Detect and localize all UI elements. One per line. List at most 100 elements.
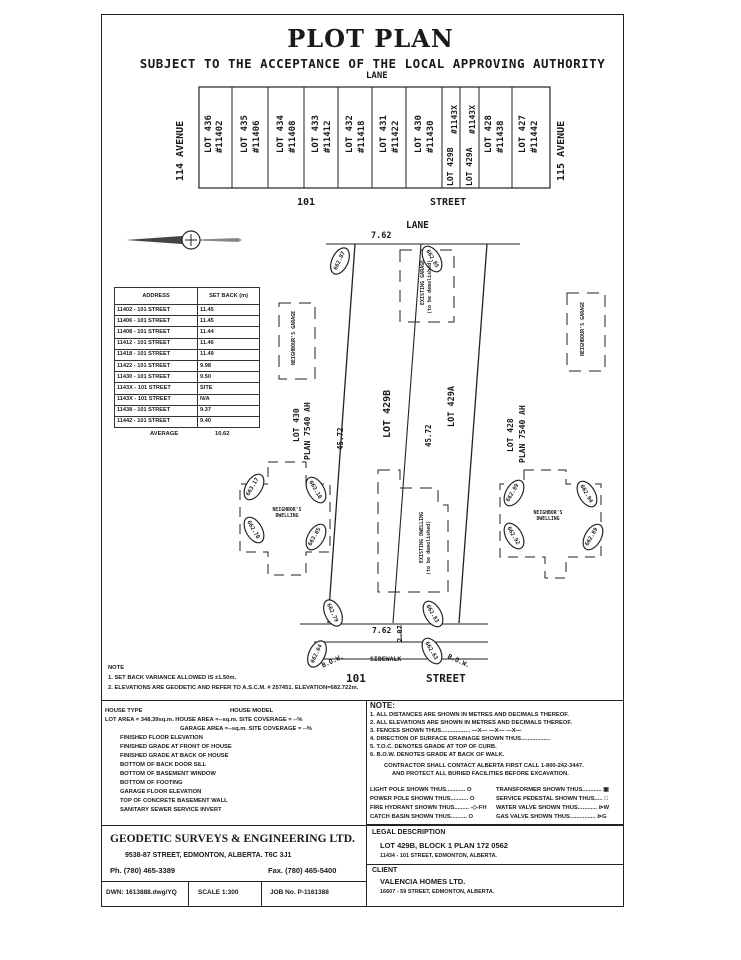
contractor-note-1: CONTRACTOR SHALL CONTACT ALBERTA FIRST C… — [384, 763, 584, 769]
legend-right: WATER VALVE SHOWN THUS............ ⊳W — [496, 805, 610, 811]
legend-right: SERVICE PEDESTAL SHOWN THUS..... □ — [496, 796, 608, 802]
neighbours-garage-left-label: NEIGHBOUR'S GARAGE — [291, 310, 297, 365]
company-phone: Ph. (780) 465-3389 — [110, 866, 176, 875]
site-street: STREET — [426, 672, 466, 685]
house-item: BOTTOM OF BACK DOOR SILL — [120, 762, 207, 768]
setback-value: 11.49 — [197, 348, 260, 361]
company-divider — [101, 881, 366, 882]
company-address: 9538-87 STREET, EDMONTON, ALBERTA. T6C 3… — [125, 852, 292, 859]
setback-value: 11.44 — [197, 326, 260, 339]
site-lot-428-plan: PLAN 7540 AH — [518, 405, 527, 463]
site-depth-b: 45.72 — [336, 427, 345, 450]
setback-col-address: ADDRESS — [113, 287, 199, 305]
setback-address: 11412 - 101 STREET — [113, 337, 199, 350]
setback-value: SITE — [197, 382, 260, 395]
site-sidewalk-depth: 2.07 — [396, 625, 404, 642]
legend-left: CATCH BASIN SHOWN THUS.......... O — [370, 814, 473, 820]
legal-description: LOT 429B, BLOCK 1 PLAN 172 0562 — [380, 841, 508, 850]
setback-address: 11438 - 101 STREET — [113, 404, 199, 417]
existing-dwelling-label: EXISTING DWELLING — [419, 511, 425, 563]
drawing-number: DWN: 1613888.dwg/YQ — [106, 889, 177, 896]
existing-garage-label: EXISTING GARAGE — [420, 259, 426, 305]
company-fax: Fax. (780) 465-5400 — [268, 866, 337, 875]
general-note: 2. ALL ELEVATIONS ARE SHOWN IN METRES AN… — [370, 720, 572, 726]
site-lot-428: LOT 428 — [506, 418, 515, 452]
site-lane: LANE — [406, 220, 429, 231]
general-note: 6. B.O.W. DENOTES GRADE AT BACK OF WALK. — [370, 752, 505, 758]
neighbor-dwelling-left-label: NEIGHBOR'S DWELLING — [272, 508, 302, 519]
legend-right: GAS VALVE SHOWN THUS................ ⊳G — [496, 814, 607, 820]
legend-left: FIRE HYDRANT SHOWN THUS......... -◇-FH — [370, 805, 487, 811]
house-item: FINISHED GRADE AT BACK OF HOUSE — [120, 753, 229, 759]
house-item: GARAGE FLOOR ELEVATION — [120, 789, 202, 795]
lot-area-line: LOT AREA = 348.39sq.m. HOUSE AREA =--sq.… — [105, 717, 303, 723]
setback-average-value: 10.62 — [215, 431, 230, 437]
general-note: 4. DIRECTION OF SURFACE DRAINAGE SHOWN T… — [370, 736, 551, 742]
job-number: JOB No. P-1161388 — [270, 889, 329, 896]
setback-value: 11.45 — [197, 303, 260, 317]
setback-address: 1143X - 101 STREET — [113, 382, 199, 395]
setback-address: 11408 - 101 STREET — [113, 326, 199, 339]
setback-address: 11406 - 101 STREET — [113, 315, 199, 328]
site-lot-429b: LOT 429B — [382, 389, 393, 438]
garage-area-line: GARAGE AREA =--sq.m. SITE COVERAGE = --% — [180, 726, 312, 732]
site-note-2: 2. ELEVATIONS ARE GEODETIC AND REFER TO … — [108, 685, 359, 691]
page-subtitle: SUBJECT TO THE ACCEPTANCE OF THE LOCAL A… — [139, 56, 606, 71]
house-item: TOP OF CONCRETE BASEMENT WALL — [120, 798, 228, 804]
existing-garage-note: (to be demolished) — [427, 259, 433, 314]
legal-heading: LEGAL DESCRIPTION — [372, 829, 446, 836]
general-note: 5. T.O.C. DENOTES GRADE AT TOP OF CURB. — [370, 744, 497, 750]
north-arrow-icon — [126, 230, 242, 250]
site-sidewalk: SIDEWALK — [370, 655, 402, 663]
legend-left: POWER POLE SHOWN THUS........... O — [370, 796, 475, 802]
company-divider-v1 — [188, 881, 189, 907]
site-lane-width: 7.62 — [371, 231, 392, 241]
site-note-1: 1. SET BACK VARIANCE ALLOWED IS ±1.50m. — [108, 675, 237, 681]
setback-value: 11.46 — [197, 337, 260, 350]
general-note: 1. ALL DISTANCES ARE SHOWN IN METRES AND… — [370, 712, 569, 718]
existing-dwelling-note: (to be demolished) — [426, 520, 432, 575]
key-plan-lane: LANE — [366, 71, 388, 81]
setback-value: 9.98 — [197, 359, 260, 373]
key-plan-street: STREET — [430, 197, 467, 208]
legal-client-divider — [366, 864, 624, 865]
drawing-scale: SCALE 1:300 — [198, 889, 239, 896]
house-type-label: HOUSE TYPE — [105, 708, 143, 714]
setback-table-header: ADDRESS SET BACK (m) — [113, 287, 260, 305]
setback-address: 11430 - 101 STREET — [113, 371, 199, 384]
client-address: 16607 - 59 STREET, EDMONTON, ALBERTA. — [380, 889, 495, 895]
setback-address: 11442 - 101 STREET — [113, 415, 199, 429]
setback-address: 11418 - 101 STREET — [113, 348, 199, 361]
setback-col-setback: SET BACK (m) — [197, 287, 260, 305]
client-name: VALENCIA HOMES LTD. — [380, 877, 466, 886]
company-divider-v2 — [261, 881, 262, 907]
house-model-label: HOUSE MODEL — [230, 708, 274, 714]
legal-client-box — [366, 825, 624, 907]
setback-value: 9.37 — [197, 404, 260, 417]
site-depth-a: 45.72 — [424, 424, 433, 447]
setback-value: 9.40 — [197, 415, 260, 429]
house-item: BOTTOM OF FOOTING — [120, 780, 183, 786]
setback-value: 9.50 — [197, 371, 260, 384]
general-notes-box — [366, 700, 624, 825]
house-item: FINISHED FLOOR ELEVATION — [120, 735, 203, 741]
setback-value: N/A — [197, 393, 260, 406]
setback-value: 11.45 — [197, 315, 260, 328]
setback-address: 1143X - 101 STREET — [113, 393, 199, 406]
legal-address: 11434 - 101 STREET, EDMONTON, ALBERTA. — [380, 853, 497, 859]
neighbor-dwelling-right-label: NEIGHBOR'S DWELLING — [533, 511, 563, 522]
page-title: PLOT PLAN — [287, 24, 454, 53]
site-bottom-width: 7.62 — [372, 626, 392, 635]
general-notes-heading: NOTE: — [370, 701, 395, 710]
key-plan-street-number: 101 — [297, 197, 316, 208]
